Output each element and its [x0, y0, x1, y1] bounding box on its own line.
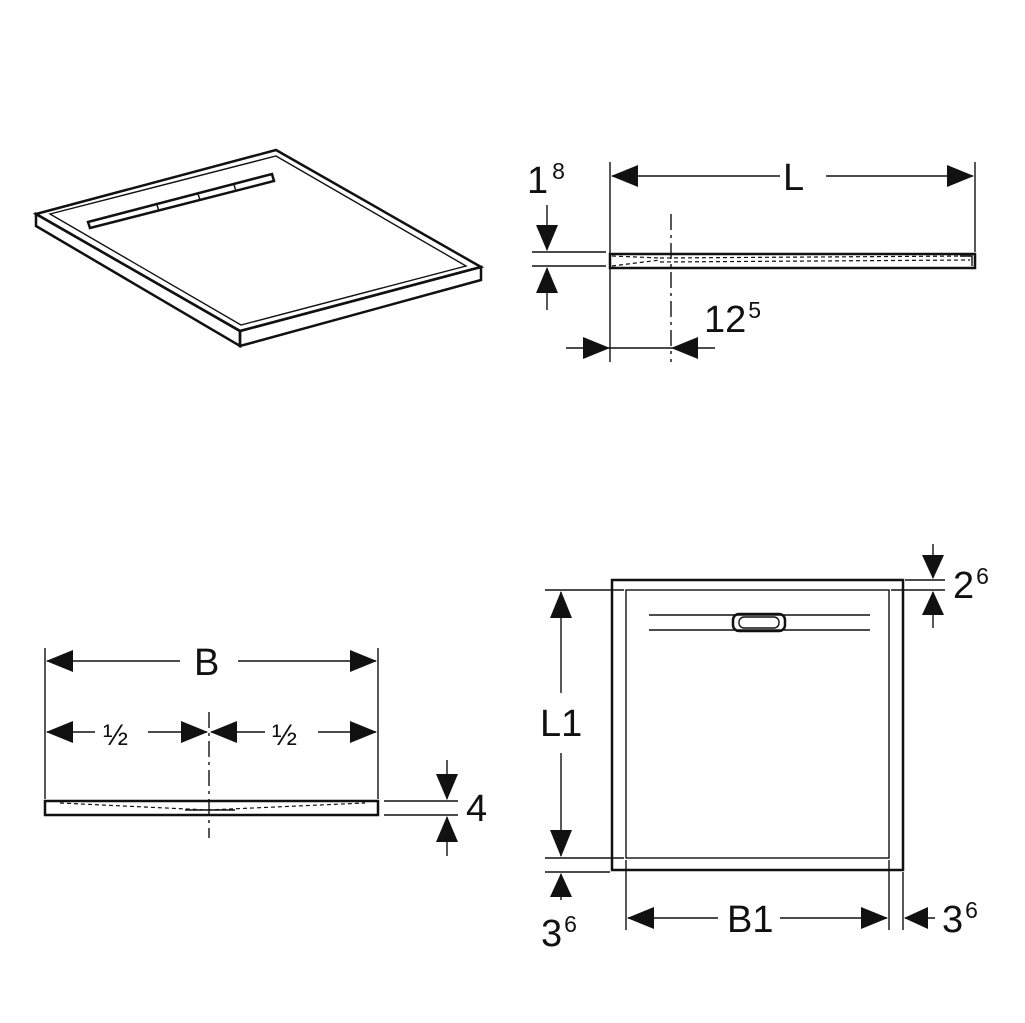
label-offset-top: 125	[704, 297, 761, 341]
label-half-left: ½	[103, 719, 128, 752]
plan-view	[545, 544, 945, 930]
label-B1: B1	[727, 899, 773, 941]
label-B: B	[194, 642, 219, 684]
label-L1: L1	[540, 703, 582, 745]
label-L: L	[783, 157, 804, 199]
label-plan-left: 36	[541, 911, 577, 955]
drain-channel	[86, 172, 276, 230]
isometric-view	[32, 148, 485, 349]
label-height-front: 4	[466, 788, 487, 830]
label-plan-top: 26	[953, 563, 989, 607]
side-view	[532, 162, 977, 362]
drain-grate	[731, 612, 787, 633]
front-view	[43, 648, 458, 856]
label-plan-right: 36	[942, 897, 978, 941]
label-half-right: ½	[272, 719, 297, 752]
